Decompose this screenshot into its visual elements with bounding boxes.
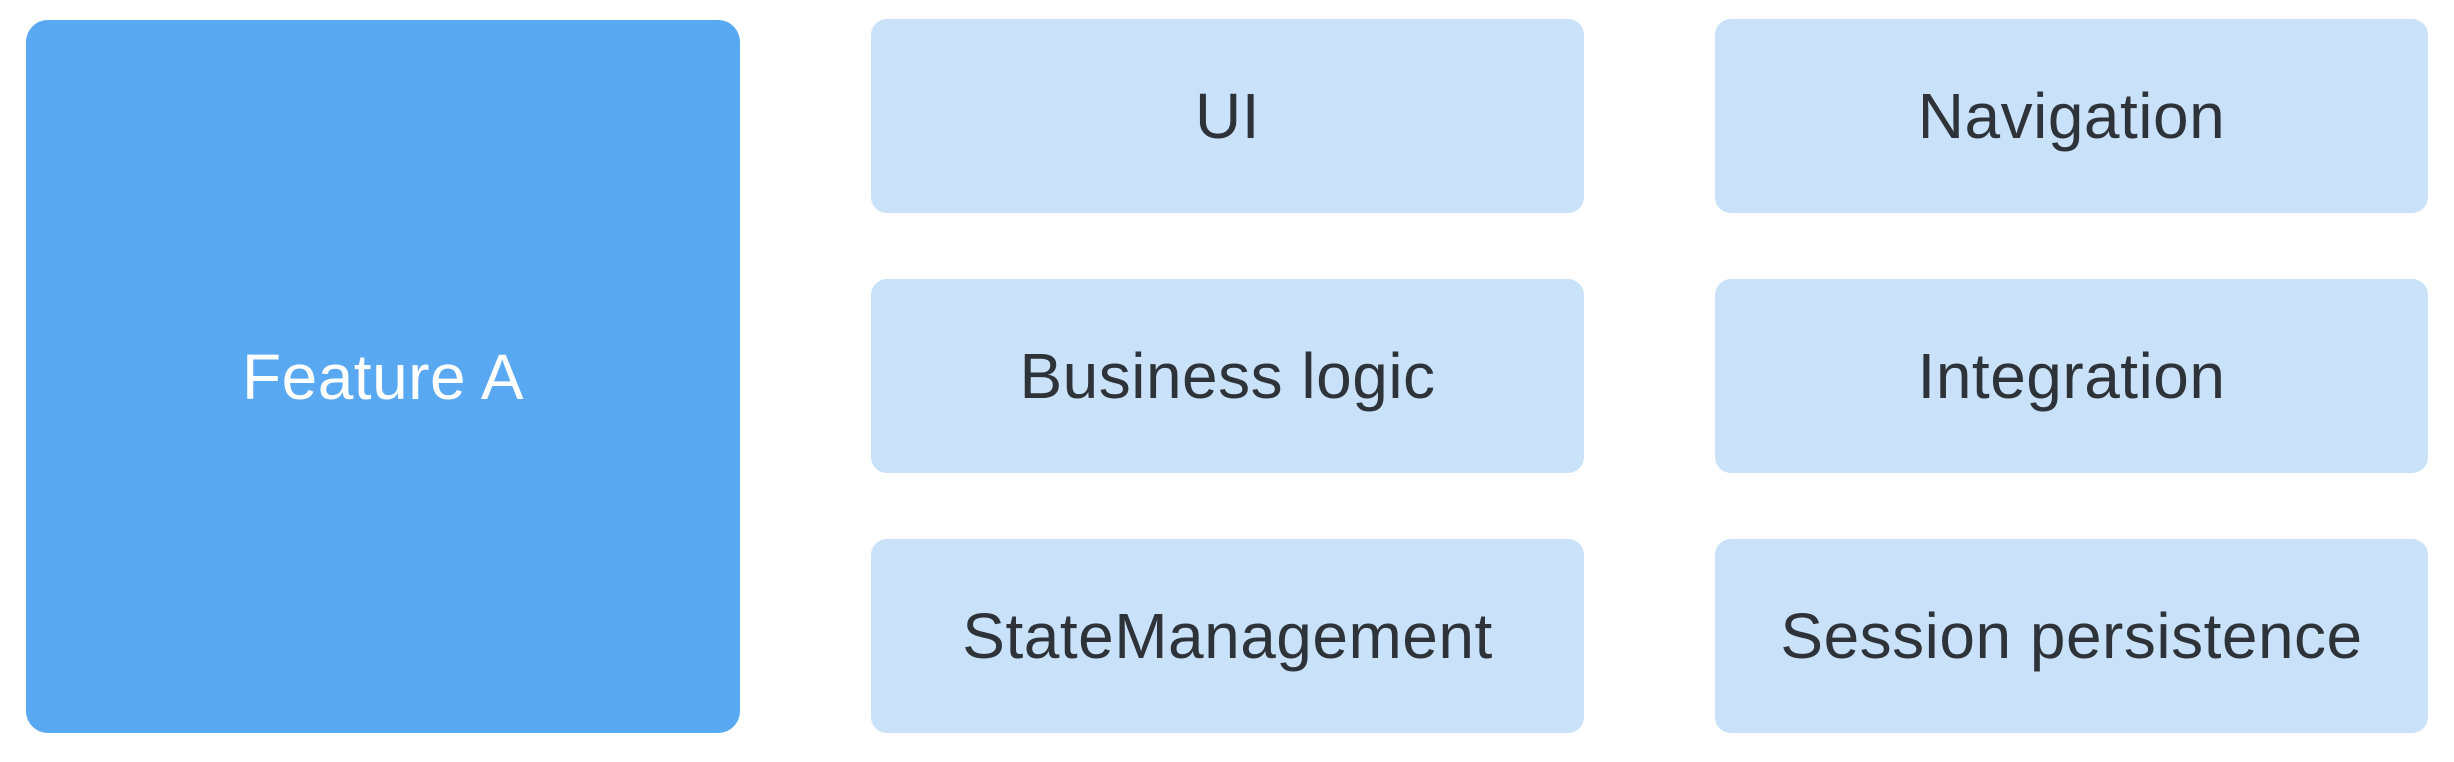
module-box-integration-label: Integration (1917, 340, 2226, 412)
module-box-business-logic: Business logic (871, 279, 1584, 473)
module-box-navigation: Navigation (1715, 19, 2428, 213)
module-column-right: Navigation Integration Session persisten… (1715, 19, 2428, 733)
module-column-left: UI Business logic StateManagement (871, 19, 1584, 733)
module-box-business-logic-label: Business logic (1019, 340, 1436, 412)
module-box-ui: UI (871, 19, 1584, 213)
module-box-navigation-label: Navigation (1917, 80, 2226, 152)
module-box-ui-label: UI (1195, 80, 1260, 152)
module-box-integration: Integration (1715, 279, 2428, 473)
feature-a-block: Feature A (26, 20, 740, 733)
module-box-state-management-label: StateManagement (962, 600, 1493, 672)
module-box-state-management: StateManagement (871, 539, 1584, 733)
feature-a-label: Feature A (242, 340, 524, 413)
module-box-session-persistence-label: Session persistence (1780, 600, 2363, 672)
module-box-session-persistence: Session persistence (1715, 539, 2428, 733)
